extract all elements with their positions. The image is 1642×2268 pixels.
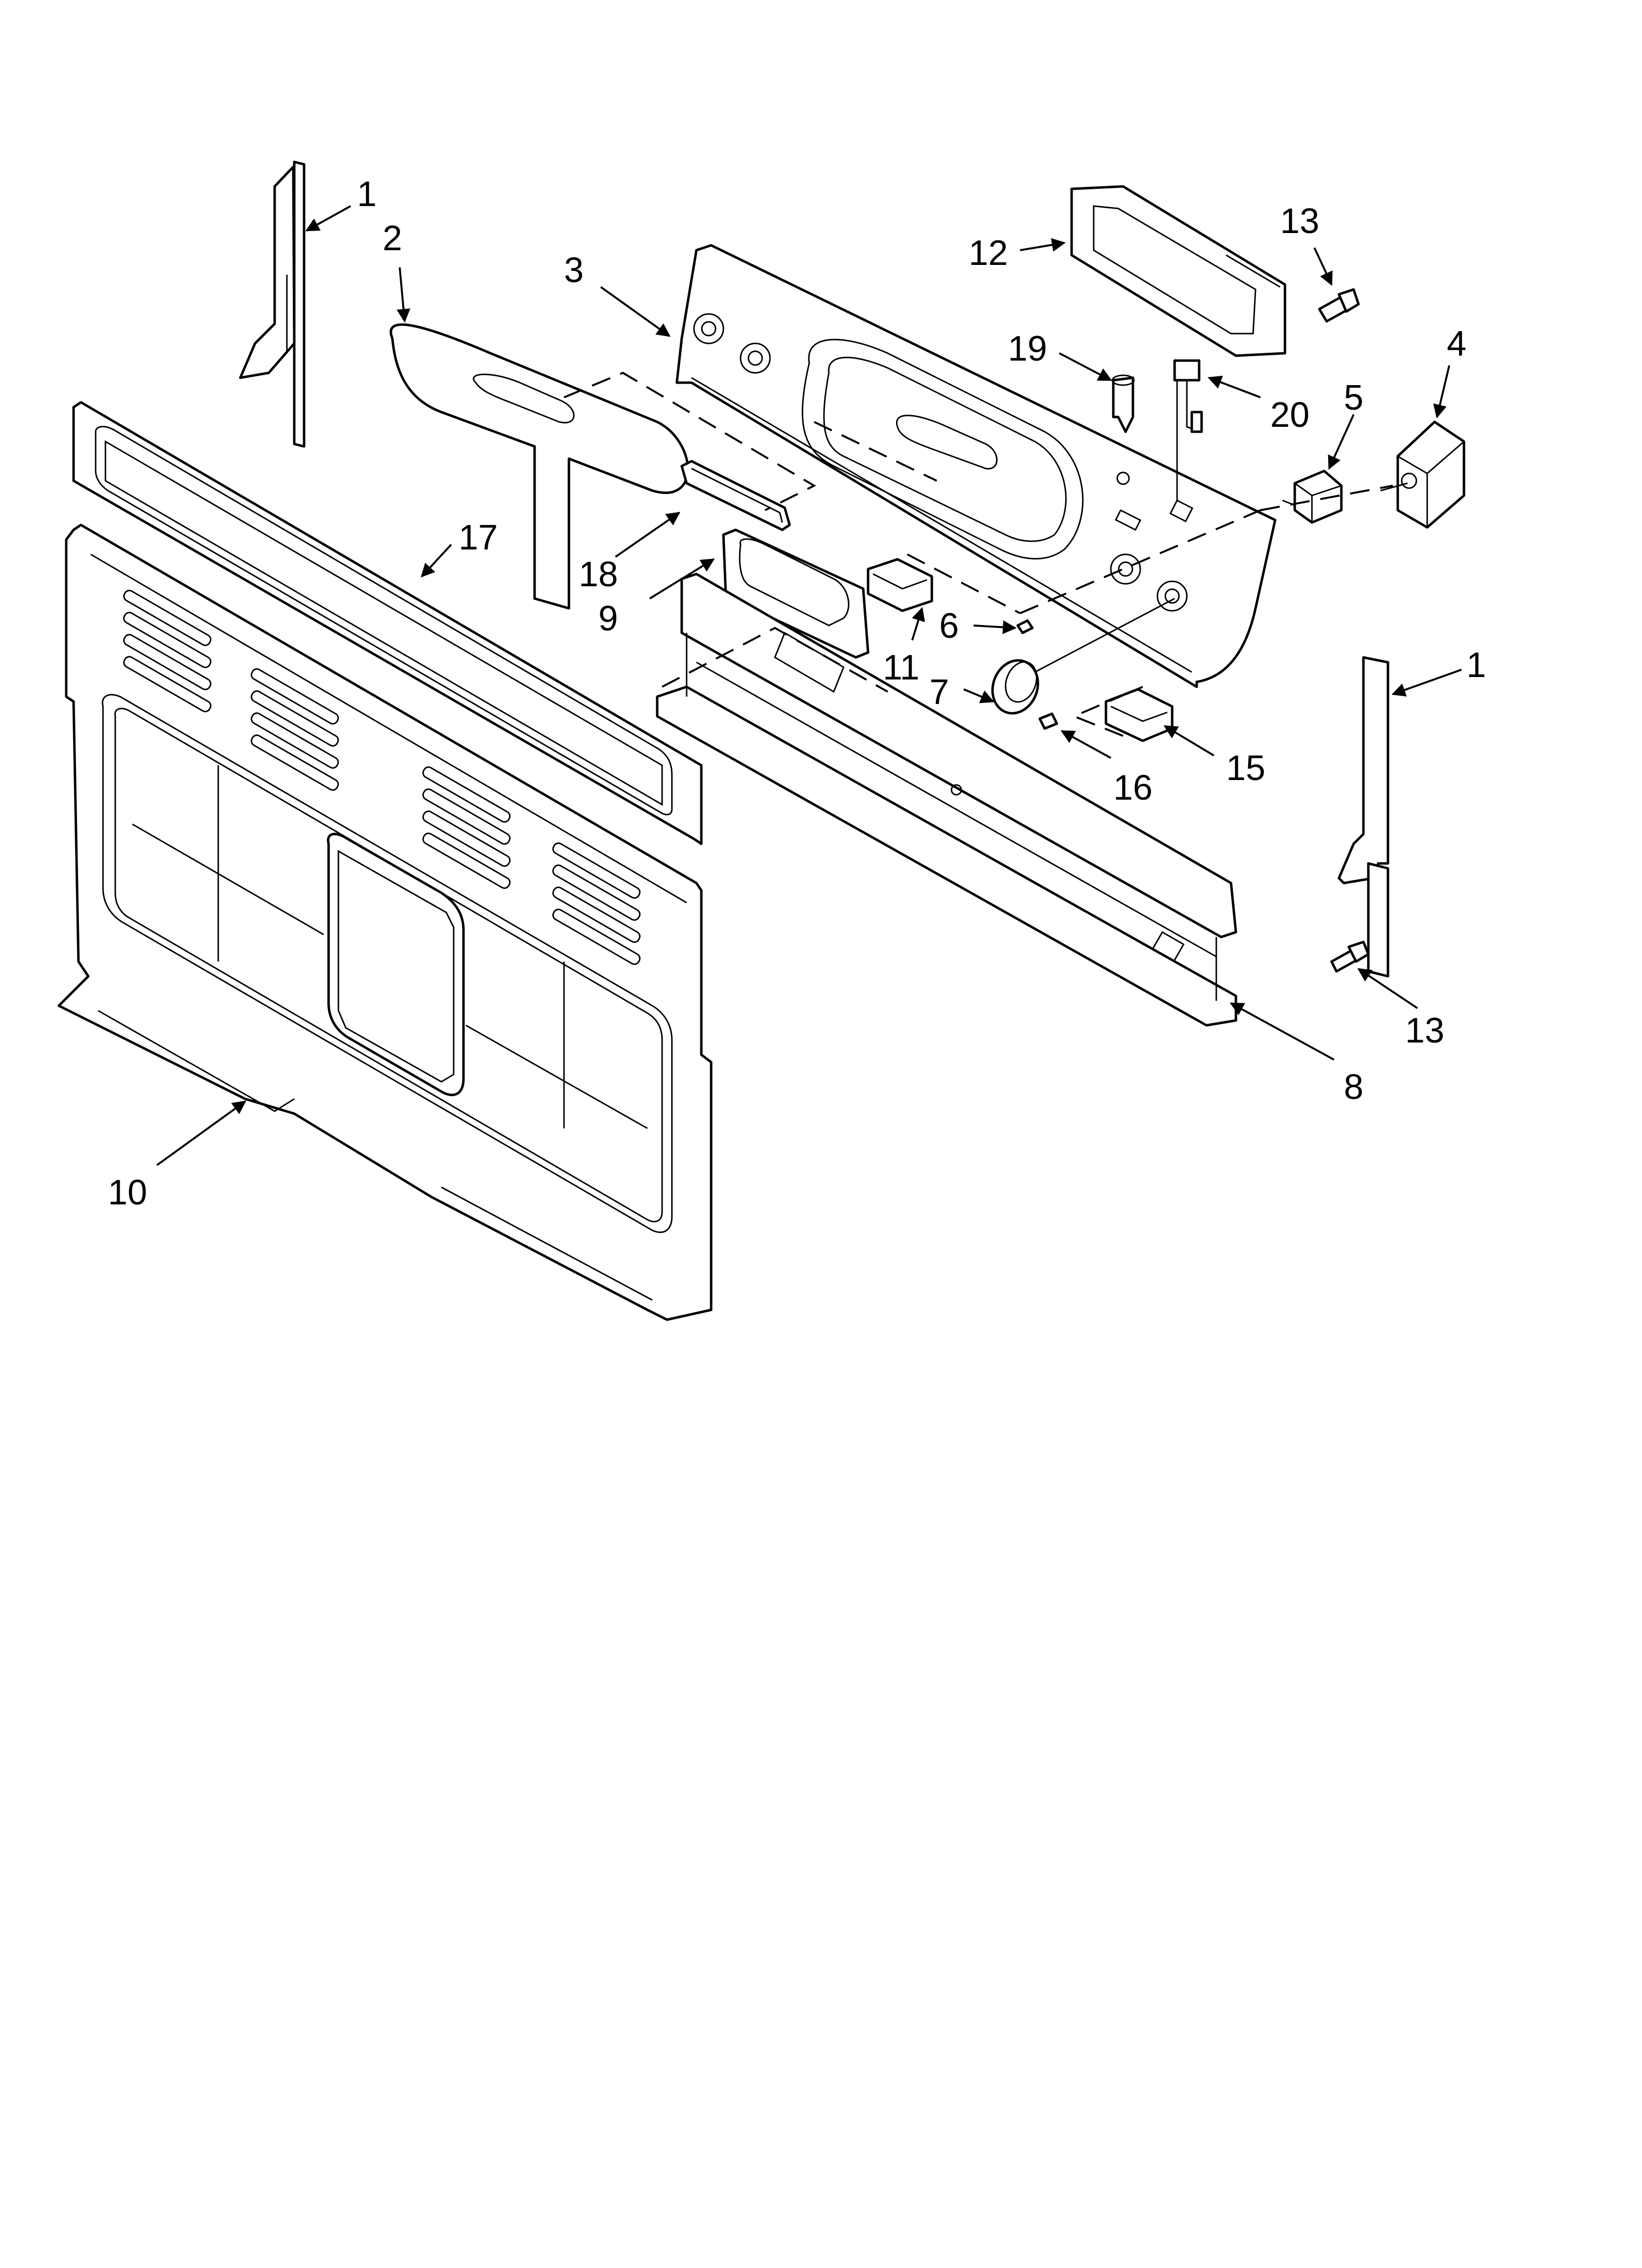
callout-17: 17 — [459, 518, 498, 557]
callout-3: 3 — [564, 251, 584, 290]
callout-labels: 1 2 3 12 13 19 20 4 5 17 18 9 6 11 7 1 1… — [108, 175, 1486, 1212]
callout-8: 8 — [1344, 1068, 1363, 1107]
part-console-panel — [675, 244, 1277, 688]
louvers-left — [123, 590, 212, 712]
part-wire-harness — [1173, 359, 1203, 500]
leader-arrows — [156, 205, 1462, 1166]
part-indicator-light — [1111, 374, 1135, 433]
callout-15: 15 — [1226, 749, 1265, 788]
part-screw-small — [1016, 619, 1034, 634]
callout-4: 4 — [1447, 324, 1466, 364]
callout-20: 20 — [1270, 395, 1309, 435]
callout-16: 16 — [1113, 768, 1153, 808]
callout-5: 5 — [1344, 378, 1363, 417]
part-screw-bottom — [1330, 940, 1370, 973]
callout-9: 9 — [598, 599, 618, 638]
callout-2: 2 — [383, 219, 402, 258]
part-side-bracket-left — [239, 160, 306, 448]
callout-1-right: 1 — [1466, 646, 1486, 685]
assembly-dash-lines — [564, 371, 1393, 737]
part-overlay — [389, 323, 689, 610]
louvers-center-left — [251, 668, 339, 791]
part-side-bracket-right — [1337, 656, 1389, 978]
part-screw-top — [1318, 288, 1360, 323]
part-rear-panel — [57, 523, 713, 1321]
callout-7: 7 — [929, 673, 949, 712]
part-display-bracket — [1070, 185, 1286, 357]
louvers-center — [422, 766, 511, 889]
callout-13-bottom: 13 — [1405, 1011, 1444, 1050]
callout-11: 11 — [883, 648, 920, 687]
part-switch-block — [1380, 420, 1465, 529]
louvers-right — [552, 842, 641, 965]
part-gasket-frame — [72, 401, 703, 845]
callout-1-left: 1 — [357, 175, 377, 214]
callout-6: 6 — [939, 606, 959, 646]
callout-18: 18 — [579, 555, 618, 594]
part-rocker-switch — [867, 558, 933, 612]
part-small-switch — [1282, 469, 1343, 524]
part-lower-rail — [656, 573, 1237, 1027]
callout-12: 12 — [969, 234, 1008, 273]
part-control-knob — [991, 598, 1175, 715]
callout-13-top: 13 — [1280, 202, 1319, 241]
callout-19: 19 — [1008, 329, 1047, 368]
callout-10: 10 — [108, 1173, 147, 1212]
part-screw-16 — [1038, 712, 1058, 730]
part-display-lens — [680, 460, 791, 531]
